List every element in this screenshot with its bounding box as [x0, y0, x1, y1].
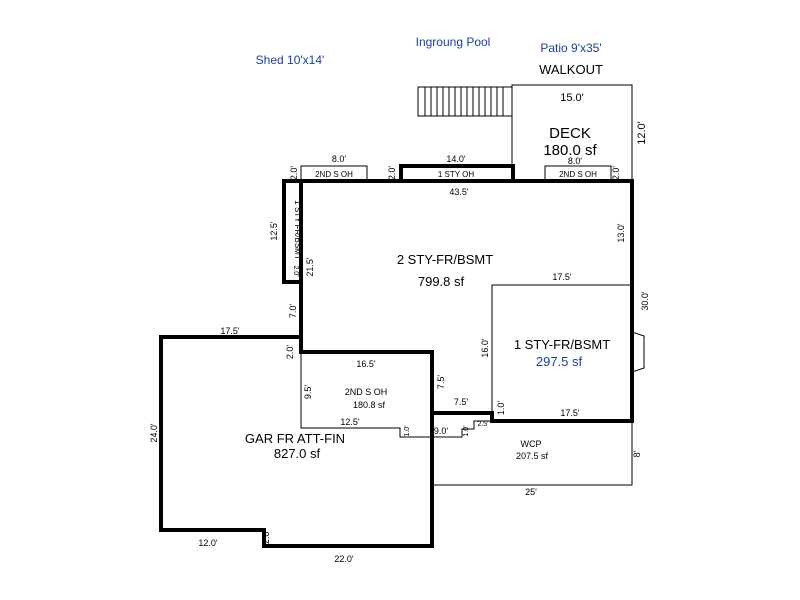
- wcp-area: 207.5 sf: [516, 451, 549, 461]
- dim-main-east: 13.0': [616, 223, 626, 243]
- dim-oh-left-width: 8.0': [332, 154, 347, 164]
- dim-garage-top: 17.5': [220, 326, 240, 336]
- dim-east-west: 16.0': [480, 338, 490, 358]
- dim-east-top: 17.5': [552, 272, 572, 282]
- dim-wcp-bottom: 25': [525, 487, 537, 497]
- dim-east-bottom: 17.5': [560, 408, 580, 418]
- dim-garage-bottom: 22.0': [334, 554, 354, 564]
- dim-west-strip-width: 2.0': [292, 265, 299, 276]
- dim-oh-left-depth: 2.0': [289, 166, 299, 181]
- dim-deck-top: 15.0': [560, 92, 584, 104]
- patio-note: Patio 9'x35': [540, 41, 601, 55]
- dim-wcp-top: 9.0': [434, 426, 449, 436]
- east-area: 297.5 sf: [536, 354, 583, 369]
- dim-west-strip-length: 12.5': [269, 221, 279, 241]
- overhang-name: 2ND S OH: [345, 387, 388, 397]
- dim-main-top: 43.5': [449, 187, 469, 197]
- dim-garage-bottom-left: 12.0': [198, 538, 218, 548]
- garage-area: 827.0 sf: [274, 446, 321, 461]
- dim-oh-left-side: 9.5': [303, 385, 313, 400]
- garage-name: GAR FR ATT-FIN: [245, 431, 345, 446]
- overhang-right-label: 2ND S OH: [559, 170, 597, 179]
- exterior-walls: [159, 164, 634, 548]
- west-strip-outline: [282, 179, 303, 284]
- bay-window: [631, 331, 645, 373]
- dim-garage-left: 24.0': [149, 423, 159, 443]
- overhang-left-label: 2ND S OH: [315, 170, 353, 179]
- dim-oh-right-depth: 2.0': [611, 166, 621, 181]
- overhang-center-outline: [399, 164, 515, 183]
- dim-east-step: 1.0': [496, 401, 506, 416]
- main-area: 799.8 sf: [418, 274, 465, 289]
- pool-note: Ingroung Pool: [416, 35, 491, 49]
- stairs: [417, 86, 513, 117]
- overhang-center-label: 1 STY OH: [438, 170, 475, 179]
- main-name: 2 STY-FR/BSMT: [397, 252, 493, 267]
- dim-east-side: 30.0': [640, 291, 650, 311]
- dim-oh-center-width: 14.0': [446, 154, 466, 164]
- wcp-name: WCP: [521, 439, 542, 449]
- east-name: 1 STY-FR/BSMT: [514, 337, 610, 352]
- second-story-overhang-outline: [300, 352, 432, 438]
- dim-notch-top: 16.5': [356, 359, 376, 369]
- dim-oh-right-width: 8.0': [568, 156, 583, 166]
- dim-oh-bottom: 12.5': [340, 417, 360, 427]
- east-addition-outline: [491, 284, 632, 413]
- deck-area: 180.0 sf: [543, 142, 597, 159]
- garage-outline: [159, 335, 434, 548]
- wcp-steps: [432, 420, 492, 438]
- dim-oh-center-depth: 2.0': [387, 166, 397, 181]
- dim-wcp-step-c: 2.5': [477, 421, 488, 428]
- dim-wcp-step-b: 1.0': [463, 425, 470, 436]
- deck-name: DECK: [549, 125, 591, 142]
- house-outline: [299, 179, 634, 423]
- dim-main-west: 21.5': [305, 257, 315, 277]
- dim-notch-bottom: 7.5': [454, 397, 469, 407]
- west-strip-label: 1 STY FR/BSMT: [293, 200, 302, 260]
- dim-deck-side: 12.0': [636, 121, 648, 145]
- dim-main-jog: 7.0': [288, 304, 298, 319]
- dim-garage-jog: 2.0': [285, 345, 295, 360]
- walkout-label: WALKOUT: [539, 62, 603, 77]
- dim-wcp-side: 8': [632, 450, 642, 457]
- shed-note: Shed 10'x14': [256, 53, 325, 67]
- overhang-area: 180.8 sf: [353, 400, 386, 410]
- dim-garage-step: 2.0': [261, 530, 271, 545]
- dim-notch-side: 7.5': [436, 375, 446, 390]
- dim-wcp-step-a: 1.0': [404, 425, 411, 436]
- wcp-outline: [432, 421, 633, 486]
